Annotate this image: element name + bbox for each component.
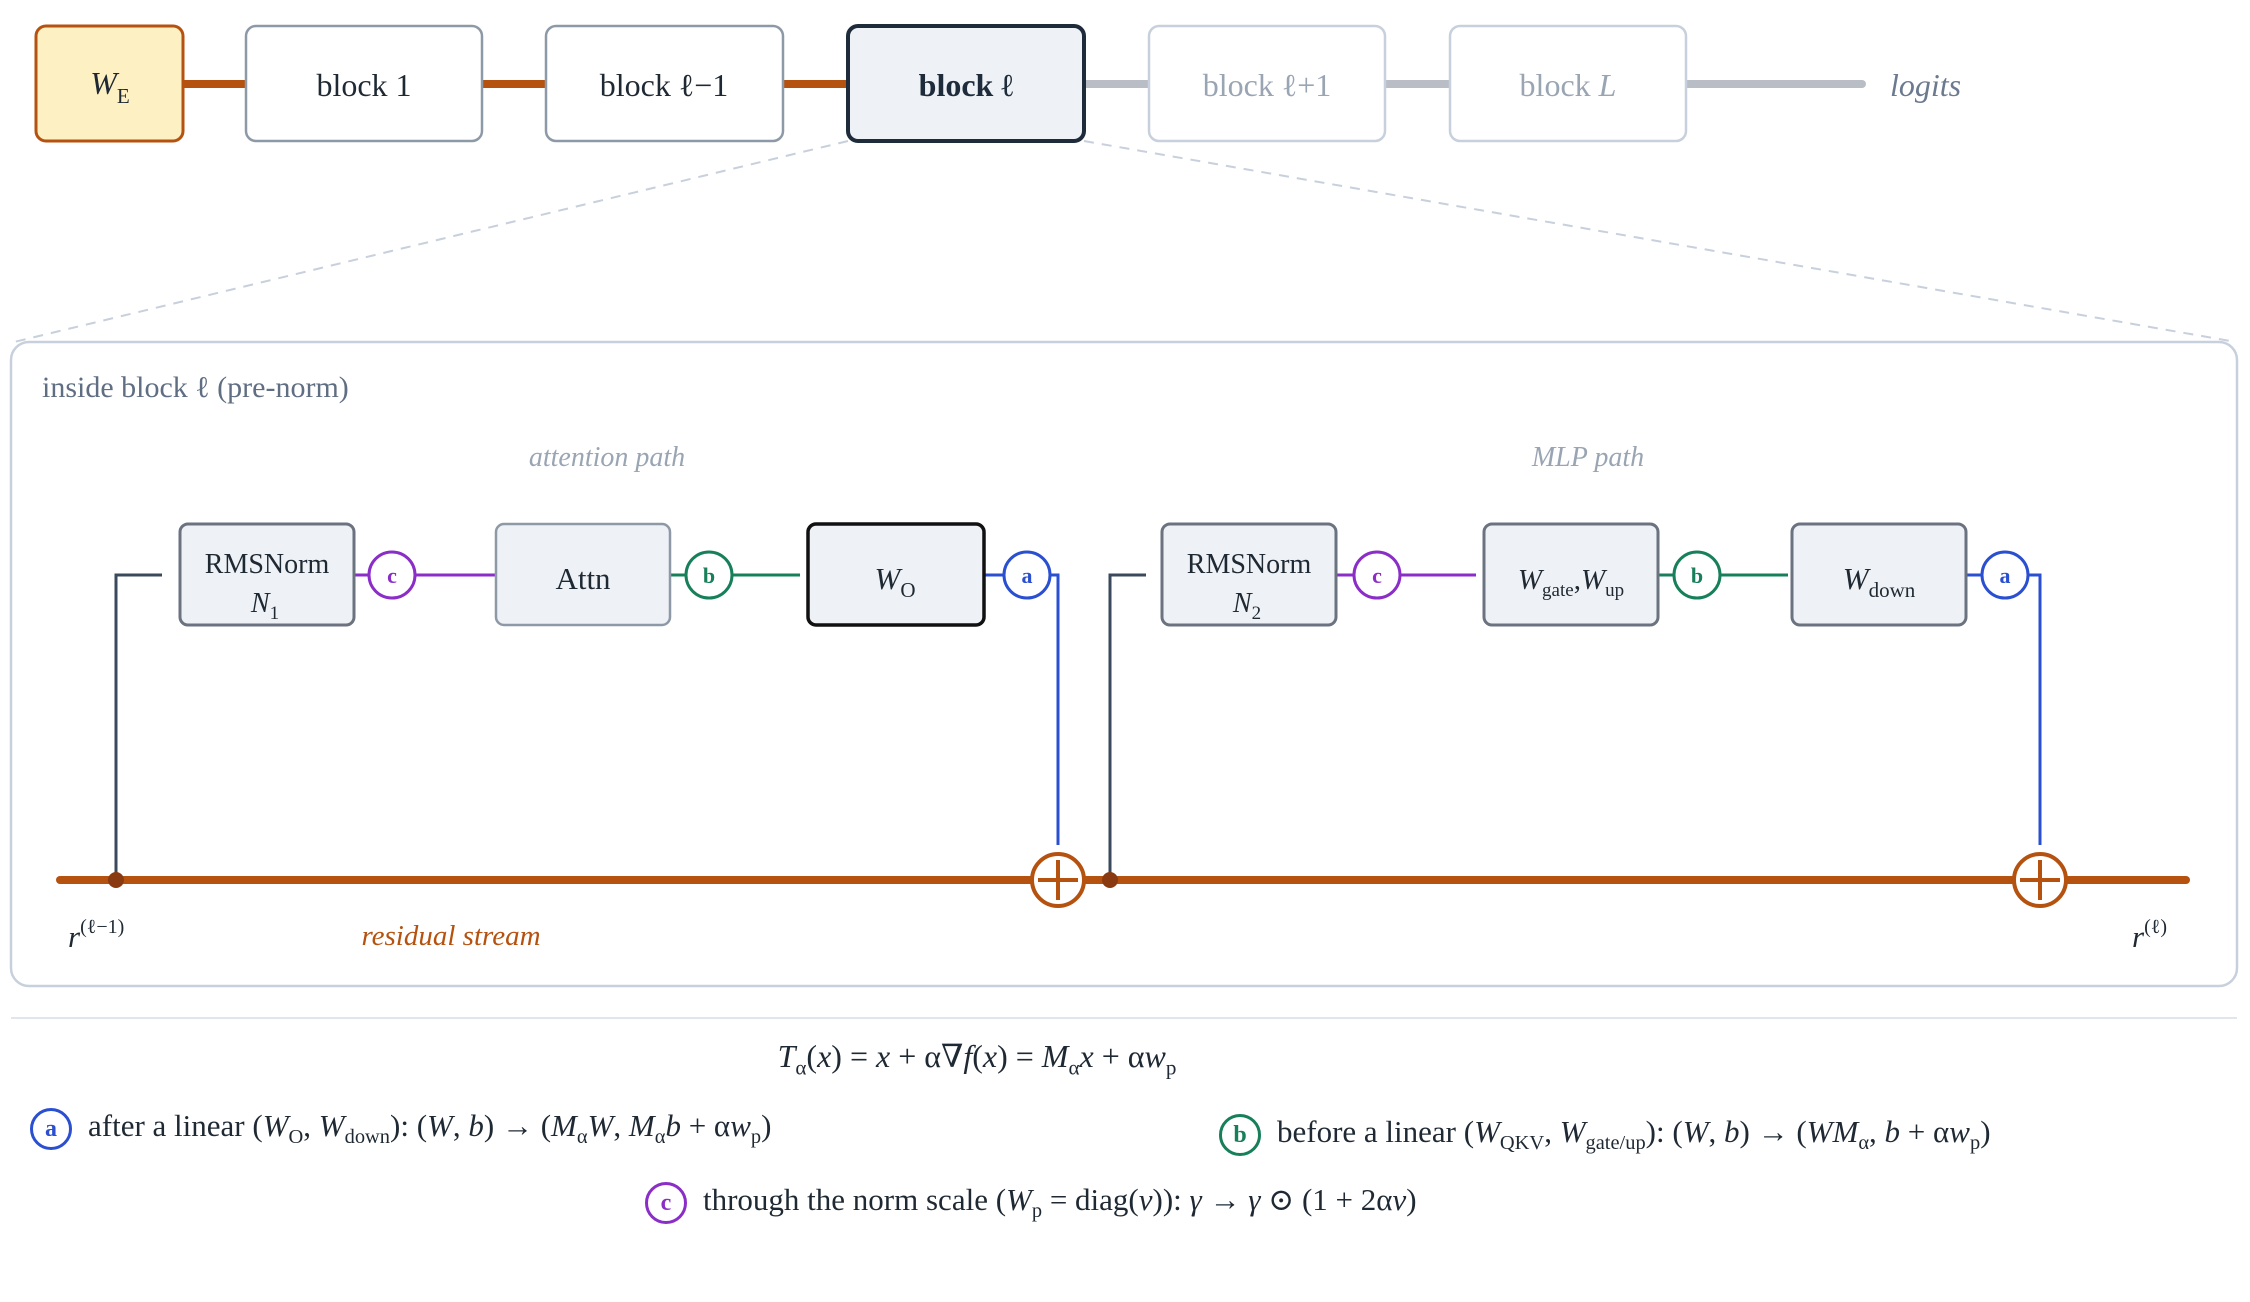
svg-text:c: c (1372, 563, 1382, 588)
block-1-label: block 1 (316, 67, 411, 103)
junction-dot-attn (108, 872, 124, 888)
block-last-box (1448, 24, 1688, 143)
badge-b-attn: b (684, 550, 734, 600)
block-last-label: block L (1520, 67, 1617, 103)
badge-a-mlp: a (1980, 550, 2030, 600)
legend-b-badge: b (1219, 1114, 1261, 1156)
wdown-box (1790, 522, 1968, 627)
r-input-label: r(ℓ−1) (68, 916, 124, 954)
rmsnorm-2-name: RMSNorm (1187, 549, 1312, 580)
legend-a: a after a linear (WO, Wdown): (W, b) → (… (30, 1108, 771, 1150)
legend-c-badge: c (645, 1182, 687, 1224)
junction-dot-mlp (1102, 872, 1118, 888)
legend-c-text: through the norm scale (Wp = diag(v)): γ… (703, 1182, 1417, 1223)
legend-c: c through the norm scale (Wp = diag(v)):… (645, 1182, 1417, 1224)
legend-a-badge: a (30, 1108, 72, 1150)
badge-c-mlp: c (1352, 550, 1402, 600)
zoom-line-left (13, 140, 849, 343)
add-node-attn (1030, 852, 1086, 908)
attn-label: Attn (555, 561, 611, 596)
r-output-label: r(ℓ) (2132, 916, 2167, 954)
block-1-box (244, 24, 484, 143)
legend-b-text: before a linear (WQKV, Wgate/up): (W, b)… (1277, 1114, 1991, 1155)
badge-c-attn: c (367, 550, 417, 600)
inside-block-title: inside block ℓ (pre-norm) (42, 371, 349, 404)
svg-text:c: c (387, 563, 397, 588)
transform-formula: Tα(x) = x + α∇f(x) = Mαx + αwp (777, 1038, 1177, 1080)
embed-label: WE (90, 65, 129, 108)
wgate-wup-box (1482, 522, 1660, 627)
rmsnorm-1-box (178, 522, 356, 627)
block-prev-label: block ℓ−1 (600, 67, 728, 103)
rmsnorm-1-var: N1 (250, 588, 279, 624)
block-next-label: block ℓ+1 (1203, 67, 1331, 103)
attn-box (494, 522, 672, 627)
block-next-box (1147, 24, 1387, 143)
block-current-label: block ℓ (919, 67, 1014, 103)
block-current-box (846, 24, 1086, 143)
mlp-output-line (2026, 573, 2042, 845)
svg-text:b: b (1691, 563, 1703, 588)
wo-label: WO (875, 561, 916, 602)
svg-text:b: b (703, 563, 715, 588)
mlp-branch-line (1108, 573, 1146, 880)
logits-label: logits (1890, 67, 1961, 103)
mlp-path-label: MLP path (1531, 442, 1644, 473)
add-node-mlp (2012, 852, 2068, 908)
inside-block-frame (9, 340, 2239, 988)
wgate-wup-label: Wgate,Wup (1518, 564, 1624, 601)
wdown-label: Wdown (1843, 561, 1916, 602)
rmsnorm-1-name: RMSNorm (205, 549, 330, 580)
embed-box (34, 24, 185, 143)
legend-b: b before a linear (WQKV, Wgate/up): (W, … (1219, 1114, 1991, 1156)
attn-branch-line (114, 573, 162, 880)
badge-a-attn: a (1002, 550, 1052, 600)
rmsnorm-2-box (1160, 522, 1338, 627)
rmsnorm-2-var: N2 (1232, 588, 1261, 624)
attention-path-label: attention path (529, 442, 685, 473)
legend-a-text: after a linear (WO, Wdown): (W, b) → (Mα… (88, 1108, 772, 1149)
wo-box (806, 522, 986, 627)
svg-text:a: a (1022, 563, 1033, 588)
residual-stream-label: residual stream (361, 920, 540, 952)
block-prev-box (544, 24, 785, 143)
badge-b-mlp: b (1672, 550, 1722, 600)
zoom-line-right (1083, 140, 2237, 343)
svg-text:a: a (2000, 563, 2011, 588)
